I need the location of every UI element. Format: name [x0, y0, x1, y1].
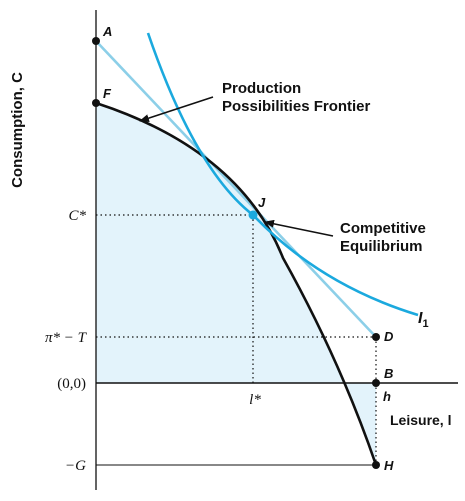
- label-h: H: [384, 458, 394, 473]
- x-axis-label: Leisure, l: [390, 412, 451, 428]
- label-h-lower: h: [383, 389, 391, 404]
- label-j: J: [258, 195, 266, 210]
- point-h: [372, 461, 380, 469]
- point-j: [248, 210, 258, 220]
- equilibrium-annotation-line1: Competitive: [340, 220, 426, 237]
- tick-c-star: C*: [68, 208, 86, 224]
- production-frontier: [95, 101, 378, 466]
- label-f: F: [103, 86, 112, 101]
- point-d: [372, 333, 380, 341]
- tick-pi-minus-t: π* − T: [45, 330, 88, 346]
- point-b: [372, 379, 380, 387]
- point-f: [92, 99, 100, 107]
- indifference-curve-label: I1: [418, 310, 429, 330]
- indifference-curve-letter: I: [418, 310, 423, 327]
- label-b: B: [384, 366, 393, 381]
- ppf-annotation-line1: Production: [222, 80, 301, 97]
- label-d: D: [384, 329, 394, 344]
- label-a: A: [102, 24, 112, 39]
- feasible-region: [96, 103, 376, 465]
- equilibrium-annotation-line2: Equilibrium: [340, 238, 423, 255]
- indifference-curve-subscript: 1: [422, 318, 428, 330]
- budget-line: [95, 40, 377, 338]
- tick-origin: (0,0): [57, 376, 86, 392]
- equilibrium-arrow: [264, 219, 334, 237]
- tick-l-star: l*: [249, 392, 261, 408]
- point-a: [92, 37, 100, 45]
- ppf-annotation-line2: Possibilities Frontier: [222, 98, 371, 115]
- tick-neg-g: −G: [65, 458, 86, 474]
- ppf-arrow: [139, 96, 214, 122]
- y-axis-label: Consumption, C: [9, 72, 26, 188]
